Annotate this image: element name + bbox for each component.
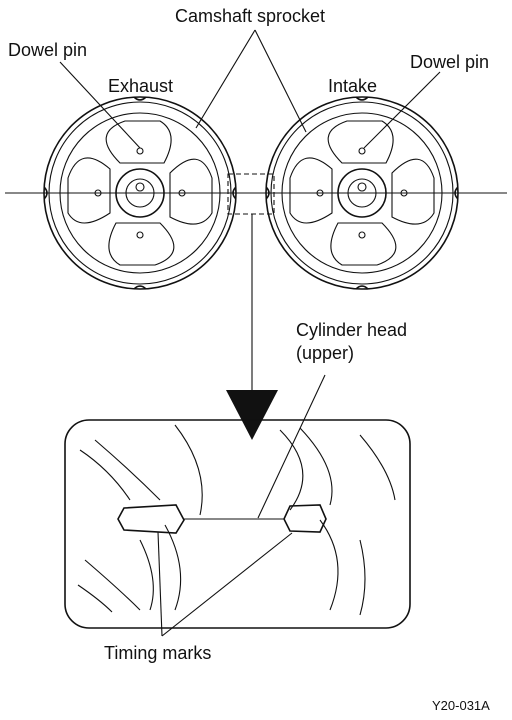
dowel-pin-left-label: Dowel pin — [8, 40, 88, 60]
cylinder-head-label: Cylinder head — [296, 320, 408, 340]
camshaft-sprocket-leader-right — [254, 29, 307, 133]
exhaust-sprocket — [43, 96, 237, 290]
detail-region-box — [227, 173, 275, 215]
dowel-pin-right-leader — [363, 71, 441, 149]
figure-code-label: Y20-031A — [432, 698, 490, 713]
timing-marks-label: Timing marks — [104, 643, 212, 663]
arrow-head — [226, 390, 278, 440]
timing-marks-leader-right — [161, 532, 293, 637]
intake-label: Intake — [328, 76, 378, 96]
dowel-pin-right-label: Dowel pin — [410, 52, 490, 72]
timing-marks-leader-left — [157, 531, 163, 637]
dowel-pin-left-leader — [59, 61, 141, 149]
cylinder-head-sketch — [77, 424, 396, 616]
camshaft-sprocket-label: Camshaft sprocket — [175, 6, 326, 26]
camshaft-sprocket-leader-left — [195, 29, 256, 129]
exhaust-label: Exhaust — [108, 76, 174, 96]
cylinder-head-leader — [257, 374, 326, 519]
timing-mark-left — [117, 504, 185, 534]
detail-view-frame — [64, 419, 411, 629]
cylinder-head-sub-label: (upper) — [296, 343, 355, 363]
